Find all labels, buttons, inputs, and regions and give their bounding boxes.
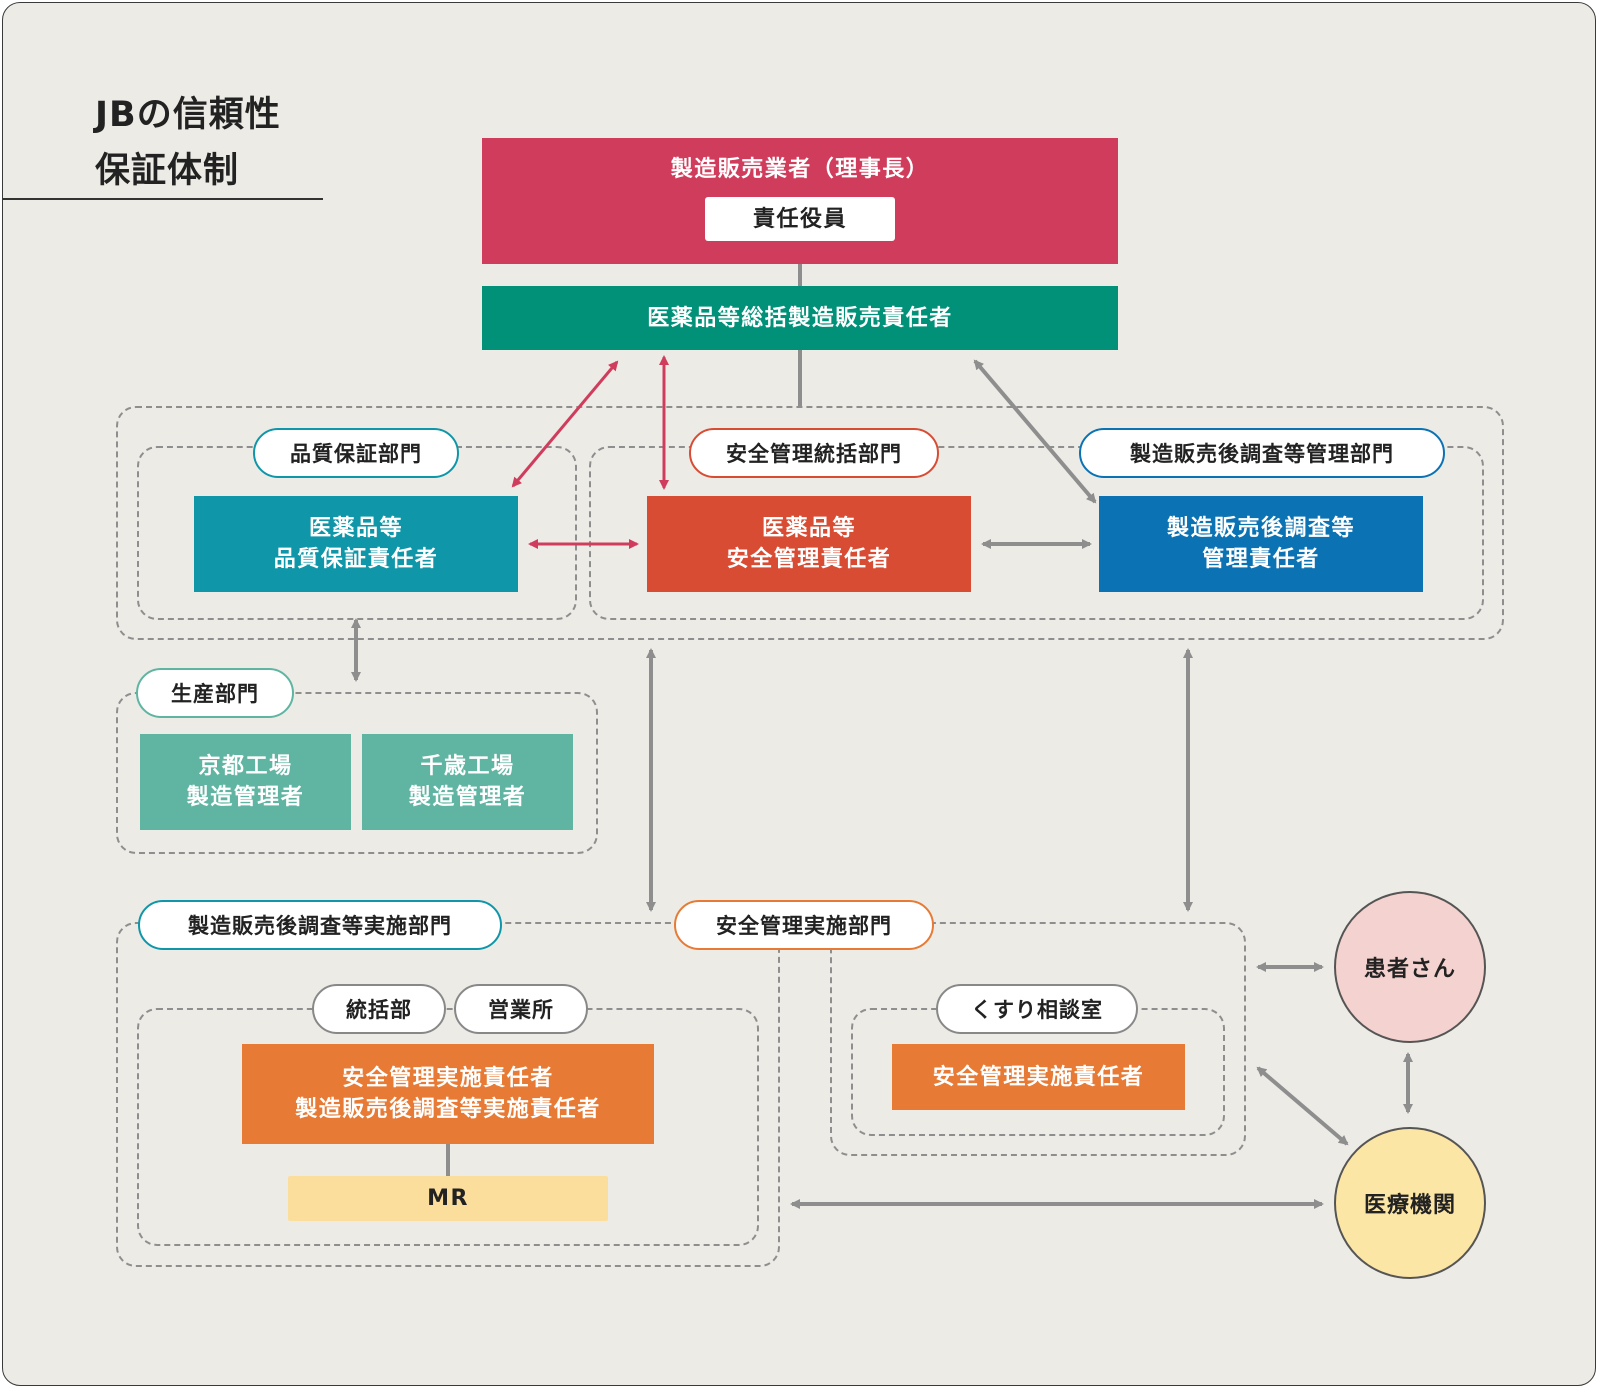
title-line-2: 保証体制 <box>95 151 240 191</box>
qa-manager-box: 医薬品等 品質保証責任者 <box>194 496 518 592</box>
safety-manager-box: 医薬品等 安全管理責任者 <box>647 496 971 592</box>
pill-production: 生産部門 <box>136 668 294 718</box>
qa-manager-line-1: 医薬品等 <box>308 516 403 541</box>
management-departments-group <box>116 406 1504 640</box>
pill-post-marketing-implementation: 製造販売後調査等実施部門 <box>138 900 502 950</box>
medical-institution-circle: 医療機関 <box>1334 1127 1486 1279</box>
kyoto-factory-line-1: 京都工場 <box>198 754 293 779</box>
pms-manager-line-2: 管理責任者 <box>1202 547 1320 572</box>
qa-manager-line-2: 品質保証責任者 <box>273 547 439 572</box>
mr-box: MR <box>288 1176 608 1221</box>
implementation-manager-box: 安全管理実施責任者 製造販売後調査等実施責任者 <box>242 1044 654 1144</box>
safety-manager-line-1: 医薬品等 <box>761 516 856 541</box>
safety-implementation-group <box>830 922 1246 1156</box>
headquarters-sales-group <box>137 1008 759 1246</box>
consult-safety-box: 安全管理実施責任者 <box>892 1044 1185 1110</box>
pill-consultation: くすり相談室 <box>936 984 1138 1034</box>
pill-quality-assurance: 品質保証部門 <box>253 428 459 478</box>
pms-manager-box: 製造販売後調査等 管理責任者 <box>1099 496 1423 592</box>
pill-safety-implementation: 安全管理実施部門 <box>674 900 934 950</box>
manufacturer-label: 製造販売業者（理事長） <box>670 157 930 182</box>
pill-sales-office: 営業所 <box>454 984 588 1034</box>
title-line-1: JBの信頼性 <box>95 95 281 135</box>
title-underline <box>3 198 323 200</box>
arrow-general-qa <box>511 360 619 488</box>
chitose-factory-box: 千歳工場 製造管理者 <box>362 734 573 830</box>
pms-manager-line-1: 製造販売後調査等 <box>1166 516 1355 541</box>
manufacturer-box: 製造販売業者（理事長） 責任役員 <box>482 138 1118 264</box>
chitose-factory-line-2: 製造管理者 <box>408 785 527 810</box>
kyoto-factory-line-2: 製造管理者 <box>186 785 305 810</box>
implementation-manager-line-2: 製造販売後調査等実施責任者 <box>295 1097 601 1122</box>
patients-circle: 患者さん <box>1334 891 1486 1043</box>
production-group <box>116 692 598 854</box>
safety-manager-line-2: 安全管理責任者 <box>726 547 892 572</box>
diagram-title: JBの信頼性 保証体制 <box>95 87 281 199</box>
arrow-consult-medical <box>1256 1066 1349 1146</box>
kyoto-factory-box: 京都工場 製造管理者 <box>140 734 351 830</box>
pill-headquarters: 統括部 <box>312 984 446 1034</box>
chitose-factory-line-1: 千歳工場 <box>420 754 515 779</box>
executive-box: 責任役員 <box>705 197 895 241</box>
pill-post-marketing: 製造販売後調査等管理部門 <box>1079 428 1445 478</box>
arrow-general-pms <box>973 359 1097 504</box>
pill-safety-management: 安全管理統括部門 <box>689 428 939 478</box>
implementation-manager-line-1: 安全管理実施責任者 <box>342 1066 554 1091</box>
general-manager-box: 医薬品等総括製造販売責任者 <box>482 286 1118 350</box>
